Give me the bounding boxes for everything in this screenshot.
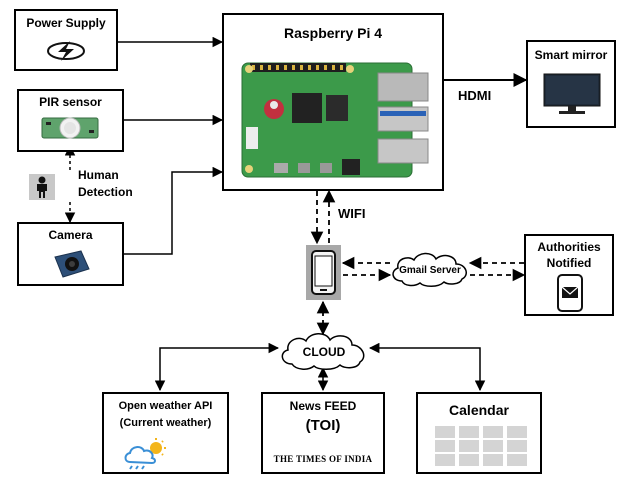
smart-mirror-label: Smart mirror (534, 48, 608, 62)
human-detection-line2: Detection (78, 185, 133, 199)
gmail-server-cloud-shape (392, 252, 467, 287)
times-of-india-logo: THE TIMES OF INDIA (273, 454, 373, 464)
calendar-label: Calendar (449, 402, 509, 418)
camera-box: Camera (17, 222, 124, 286)
news-feed-box: News FEED (TOI) THE TIMES OF INDIA (261, 392, 385, 474)
power-supply-box: Power Supply (14, 9, 118, 71)
pir-sensor-box: PIR sensor (17, 89, 124, 152)
calendar-box: Calendar (416, 392, 542, 474)
hdmi-label: HDMI (458, 88, 492, 103)
raspberry-pi-box: Raspberry Pi 4 (222, 13, 444, 191)
phone-node (306, 245, 341, 300)
lightning-logo-icon (47, 41, 85, 61)
pir-sensor-label: PIR sensor (39, 95, 102, 109)
mail-phone-icon (557, 274, 583, 312)
cloud-to-weather-arrow (154, 342, 280, 392)
camera-label: Camera (48, 228, 93, 242)
cloud-label: CLOUD (302, 345, 346, 359)
authorities-box: Authorities Notified (524, 234, 614, 316)
gmail-server-label: Gmail Server (399, 265, 461, 276)
open-weather-box: Open weather API (Current weather) (102, 392, 229, 474)
smart-mirror-box: Smart mirror (526, 40, 616, 128)
pir-sensor-board-icon (41, 117, 99, 139)
monitor-icon (543, 73, 601, 114)
person-icon (29, 174, 55, 200)
camera-to-pi-arrow (124, 166, 224, 255)
cloud-shape (281, 333, 365, 370)
news-feed-line1: News FEED (289, 399, 357, 413)
camera-module-icon (54, 250, 90, 278)
news-feed-line2: (TOI) (305, 417, 341, 434)
cloud-to-calendar-arrow (368, 342, 486, 392)
raspberry-pi-board-icon (241, 62, 429, 178)
smartphone-icon (311, 250, 336, 295)
raspberry-pi-label: Raspberry Pi 4 (283, 25, 383, 41)
power-supply-label: Power Supply (26, 16, 106, 30)
weather-cloud-sun-icon (124, 438, 166, 470)
authorities-line2: Notified (546, 256, 592, 270)
open-weather-line1: Open weather API (118, 400, 213, 412)
human-detection-line1: Human (78, 168, 119, 182)
wifi-label: WIFI (338, 206, 366, 221)
open-weather-line2: (Current weather) (119, 417, 212, 429)
calendar-grid-icon (435, 426, 527, 466)
authorities-line1: Authorities (537, 240, 601, 254)
